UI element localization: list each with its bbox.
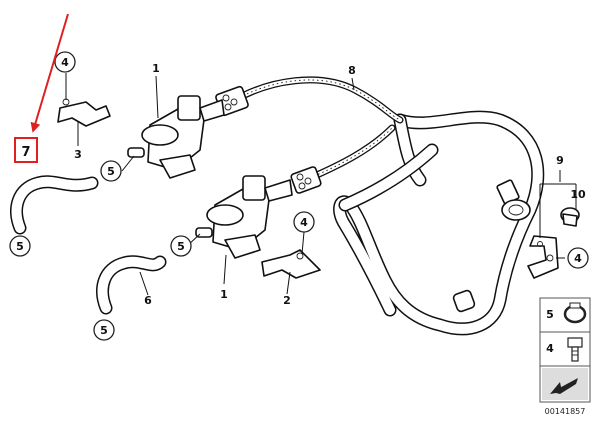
red-arrow bbox=[30, 13, 69, 133]
label-part-3: 3 bbox=[74, 148, 82, 161]
label-part-7: 7 bbox=[21, 145, 30, 160]
bracket-2 bbox=[261, 249, 321, 279]
bolt-icon bbox=[567, 337, 583, 362]
label-part-1-upper: 1 bbox=[152, 62, 160, 75]
corrugated-line-upper bbox=[231, 76, 404, 124]
purge-valve-lower bbox=[195, 175, 293, 259]
legend-label-5: 5 bbox=[546, 308, 554, 321]
legend-label-4: 4 bbox=[546, 342, 554, 355]
svg-text:4: 4 bbox=[300, 216, 308, 229]
svg-text:5: 5 bbox=[177, 240, 185, 253]
hose-fitting-right bbox=[496, 179, 531, 221]
label-part-2: 2 bbox=[283, 294, 291, 307]
bracket-3 bbox=[57, 98, 111, 127]
callout-4-bracket9: 4 bbox=[567, 247, 589, 269]
svg-text:5: 5 bbox=[16, 240, 24, 253]
label-part-1-lower: 1 bbox=[220, 288, 228, 301]
callout-5-hose7: 5 bbox=[100, 160, 122, 182]
hose-clamp-icon bbox=[563, 302, 587, 324]
label-part-6: 6 bbox=[144, 294, 152, 307]
label-part-10: 10 bbox=[570, 188, 586, 201]
direction-arrow-icon bbox=[542, 368, 588, 400]
clip-10 bbox=[560, 207, 580, 227]
hose-6 bbox=[96, 255, 167, 315]
label-part-9: 9 bbox=[556, 154, 564, 167]
main-hose-8 bbox=[333, 110, 545, 336]
connector-lower bbox=[290, 166, 322, 194]
diagram-number: 00141857 bbox=[545, 407, 586, 416]
callout-5-hose6-end: 5 bbox=[93, 319, 115, 341]
highlight-box bbox=[14, 137, 38, 163]
svg-text:5: 5 bbox=[107, 165, 115, 178]
connector-upper bbox=[215, 85, 249, 117]
callout-5-hose7-end: 5 bbox=[9, 235, 31, 257]
fastener-legend: 5 4 bbox=[539, 297, 591, 403]
callout-4-bracket3: 4 bbox=[54, 51, 76, 73]
corrugated-line-lower bbox=[306, 124, 396, 182]
purge-valve-upper bbox=[127, 95, 225, 179]
callout-4-bracket2: 4 bbox=[293, 211, 315, 233]
svg-text:4: 4 bbox=[574, 252, 582, 265]
svg-text:4: 4 bbox=[61, 56, 69, 69]
highlight-annotation: 7 bbox=[14, 13, 69, 163]
callout-5-valve-lower: 5 bbox=[170, 235, 192, 257]
label-part-8: 8 bbox=[348, 64, 356, 77]
hose-7 bbox=[10, 175, 99, 235]
svg-text:5: 5 bbox=[100, 324, 108, 337]
bracket-9 bbox=[527, 235, 559, 279]
